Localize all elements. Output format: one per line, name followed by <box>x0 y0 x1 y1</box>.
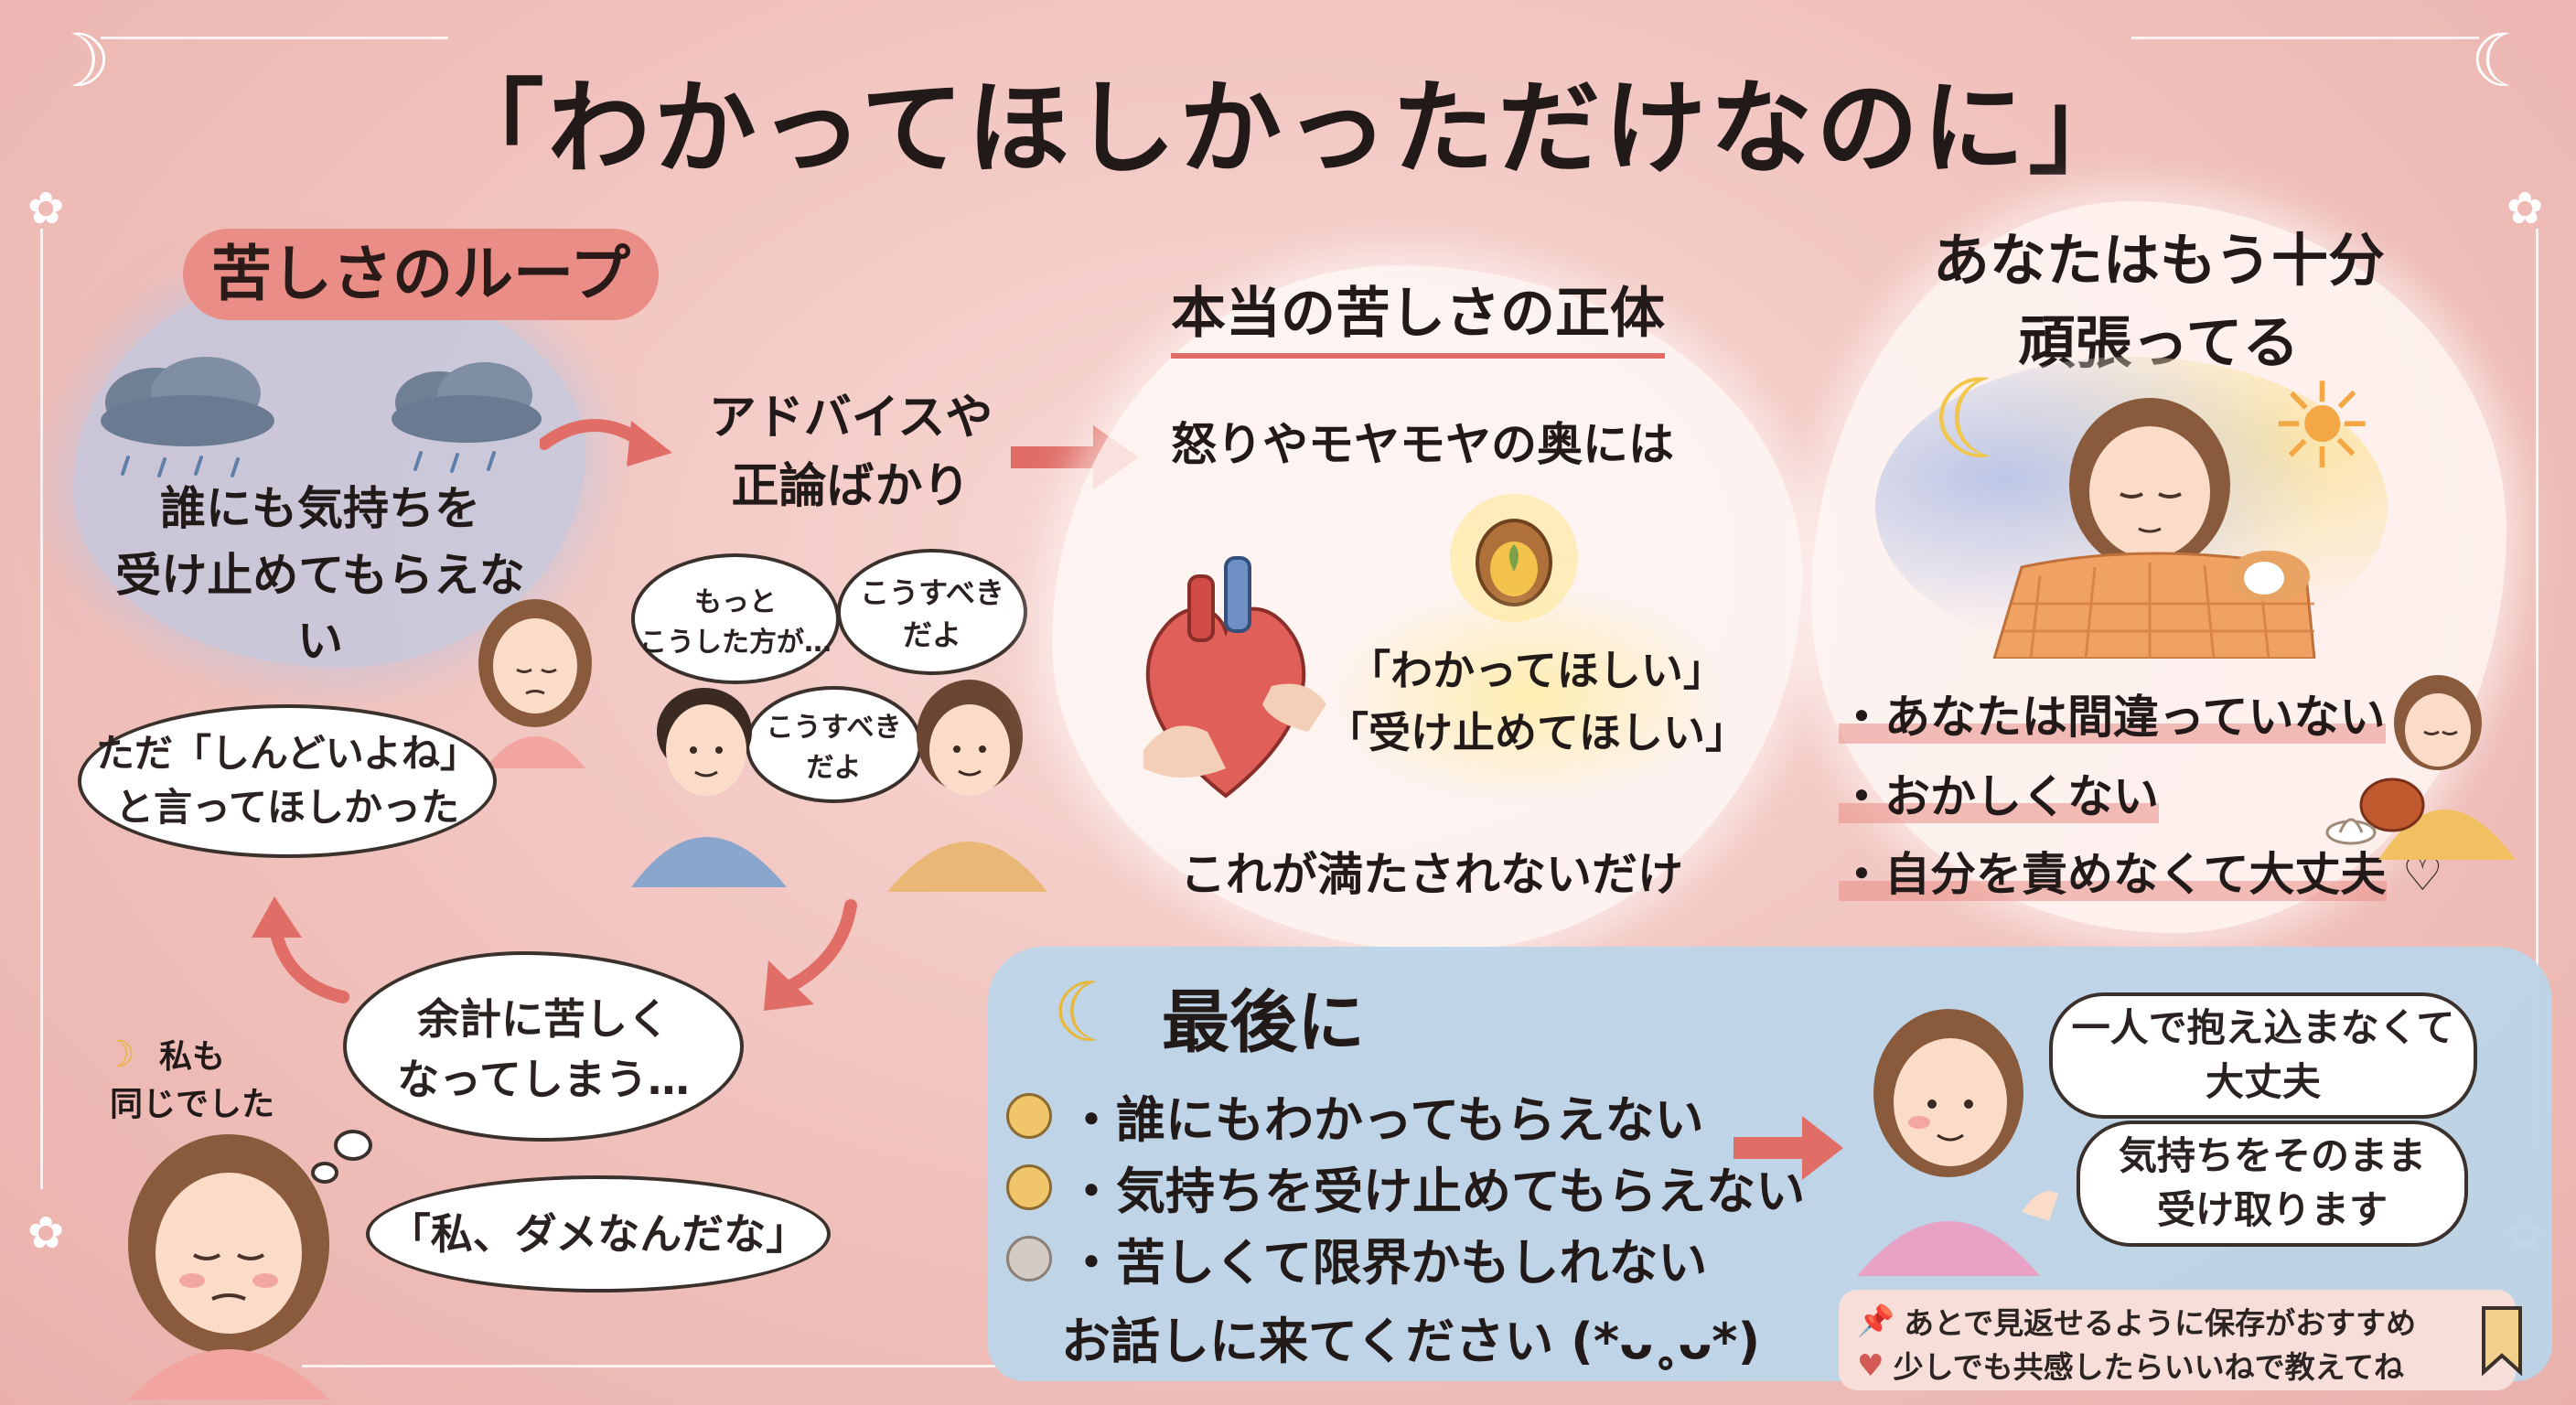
note-text-save: あとで見返せるように保存がおすすめ <box>1904 1305 2417 1341</box>
flower-corner-icon: ✿ <box>27 1207 65 1259</box>
frame-top-right-line <box>2131 37 2479 39</box>
loop-backdrop-cloud <box>73 274 585 668</box>
final-item-text: ・気持ちを受け止めてもらえない <box>1067 1163 1806 1220</box>
heart-in-hands-illustration <box>1143 556 1326 799</box>
arrow-to-listener <box>1733 1116 1843 1180</box>
advice-label: アドバイスや 正論ばかり <box>708 391 993 515</box>
note-text-like: 少しでも共感したらいいねで教えてね <box>1893 1349 2404 1385</box>
advice-bubble: こうすべき だよ <box>837 549 1027 675</box>
reassure-bubble: 一人で抱え込まなくて 大丈夫 <box>2049 992 2477 1119</box>
truth-wish-1: 「わかってほしい」 <box>1348 646 1725 695</box>
arrow-back-to-start <box>252 896 349 1003</box>
flower-corner-icon: ✿ <box>2506 183 2544 234</box>
arrow-to-worse <box>764 899 857 1011</box>
arrow-to-advice <box>540 419 672 467</box>
crescent-moon-icon: ☾ <box>1052 965 1126 1061</box>
me-too-label: 私も 同じでした <box>109 1038 274 1124</box>
thought-dot <box>311 1162 338 1184</box>
moon-corner-icon: ☾ <box>2470 18 2536 103</box>
frame-bottom-line <box>302 1365 1034 1367</box>
wish-bubble: ただ「しんどいよね」 と言ってほしかった <box>78 704 497 858</box>
sun-icon: ☀ <box>2269 357 2376 496</box>
note-line: ♥ 少しでも共感したらいいねで教えてね <box>1857 1343 2404 1387</box>
rain-cloud-icon <box>392 362 542 473</box>
note-box <box>1839 1290 2516 1390</box>
sad-girl-illustration <box>478 599 592 768</box>
thought-dot <box>334 1130 372 1161</box>
pin-icon: 📌 <box>1857 1303 1895 1338</box>
flower-corner-icon: ✿ <box>27 183 65 234</box>
final-cta: お話しに来てください (*ᴗ˳ᴗ*) <box>1061 1313 1761 1370</box>
enough-item: ・自分を責めなくて大丈夫 ♡ <box>1839 842 2443 908</box>
bookmark-icon <box>2482 1306 2522 1377</box>
self-blame-bubble: 「私、ダメなんだな」 <box>366 1175 831 1292</box>
sad-face-icon <box>1006 1164 1052 1210</box>
crescent-moon-icon: ☽ <box>102 1034 135 1076</box>
no-one-accepts-text: 誰にも気持ちを 受け止めてもらえない <box>115 482 525 668</box>
enough-item-text: ・あなたは間違っていない <box>1839 691 2386 744</box>
worse-thought-bubble: 余計に苦しく なってしまう… <box>343 951 744 1142</box>
enough-item: ・あなたは間違っていない <box>1839 684 2386 751</box>
reassure-bubble-text: 一人で抱え込まなくて 大丈夫 <box>2071 1005 2455 1104</box>
advising-man-illustration <box>631 688 787 887</box>
advice-bubble: もっと こうした方が… <box>631 553 840 684</box>
enough-item-text: ・自分を責めなくて大丈夫 <box>1839 848 2387 901</box>
sleeping-woman-illustration <box>1992 398 2316 659</box>
truth-line-2: これが満たされないだけ <box>1180 848 1683 901</box>
frame-right-line <box>2536 229 2538 1143</box>
accept-bubble: 気持ちをそのまま 受け取ります <box>2077 1121 2468 1247</box>
sad-face-icon <box>1006 1235 1052 1282</box>
accept-bubble-text: 気持ちをそのまま 受け取ります <box>2118 1133 2426 1232</box>
heart-icon: ♥ <box>1857 1346 1884 1383</box>
rain-cloud-icon <box>101 357 274 477</box>
final-item-text: ・誰にもわかってもらえない <box>1067 1091 1704 1149</box>
moon-corner-icon: ☽ <box>46 18 112 103</box>
advice-bubble: こうすべき だよ <box>746 686 922 803</box>
frame-top-left-line <box>101 37 448 39</box>
sad-face-icon <box>1006 1092 1052 1139</box>
truth-heading-text: 本当の苦しさの正体 <box>1171 282 1665 359</box>
advising-woman-illustration <box>887 680 1047 892</box>
crescent-moon-icon: ☾ <box>1930 357 2029 484</box>
enough-item-text: ・おかしくない <box>1839 770 2159 823</box>
glow-spot <box>1326 585 1729 805</box>
final-item: ・苦しくて限界かもしれない <box>1006 1222 1707 1294</box>
truth-heading: 本当の苦しさの正体 <box>1125 274 1711 359</box>
sad-girl-large-illustration <box>128 1134 329 1400</box>
note-line: 📌 あとで見返せるように保存がおすすめ <box>1857 1299 2416 1343</box>
final-heading: 最後に <box>1162 983 1365 1062</box>
enough-heading: あなたはもう十分 頑張ってる <box>1932 227 2386 376</box>
loop-heading: 苦しさのループ <box>183 229 659 320</box>
tea-woman-illustration <box>2325 675 2516 860</box>
listener-woman-illustration <box>1857 1009 2058 1276</box>
truth-line-1: 怒りやモヤモヤの奥には <box>1171 418 1674 471</box>
final-item: ・気持ちを受け止めてもらえない <box>1006 1151 1805 1223</box>
final-item: ・誰にもわかってもらえない <box>1006 1079 1704 1152</box>
page-title: 「わかってほしかっただけなのに」 <box>441 70 2135 188</box>
frame-left-line <box>40 229 43 1189</box>
final-item-text: ・苦しくて限界かもしれない <box>1067 1234 1708 1292</box>
enough-item: ・おかしくない <box>1839 764 2159 831</box>
truth-wish-2: 「受け止めてほしい」 <box>1326 708 1747 757</box>
